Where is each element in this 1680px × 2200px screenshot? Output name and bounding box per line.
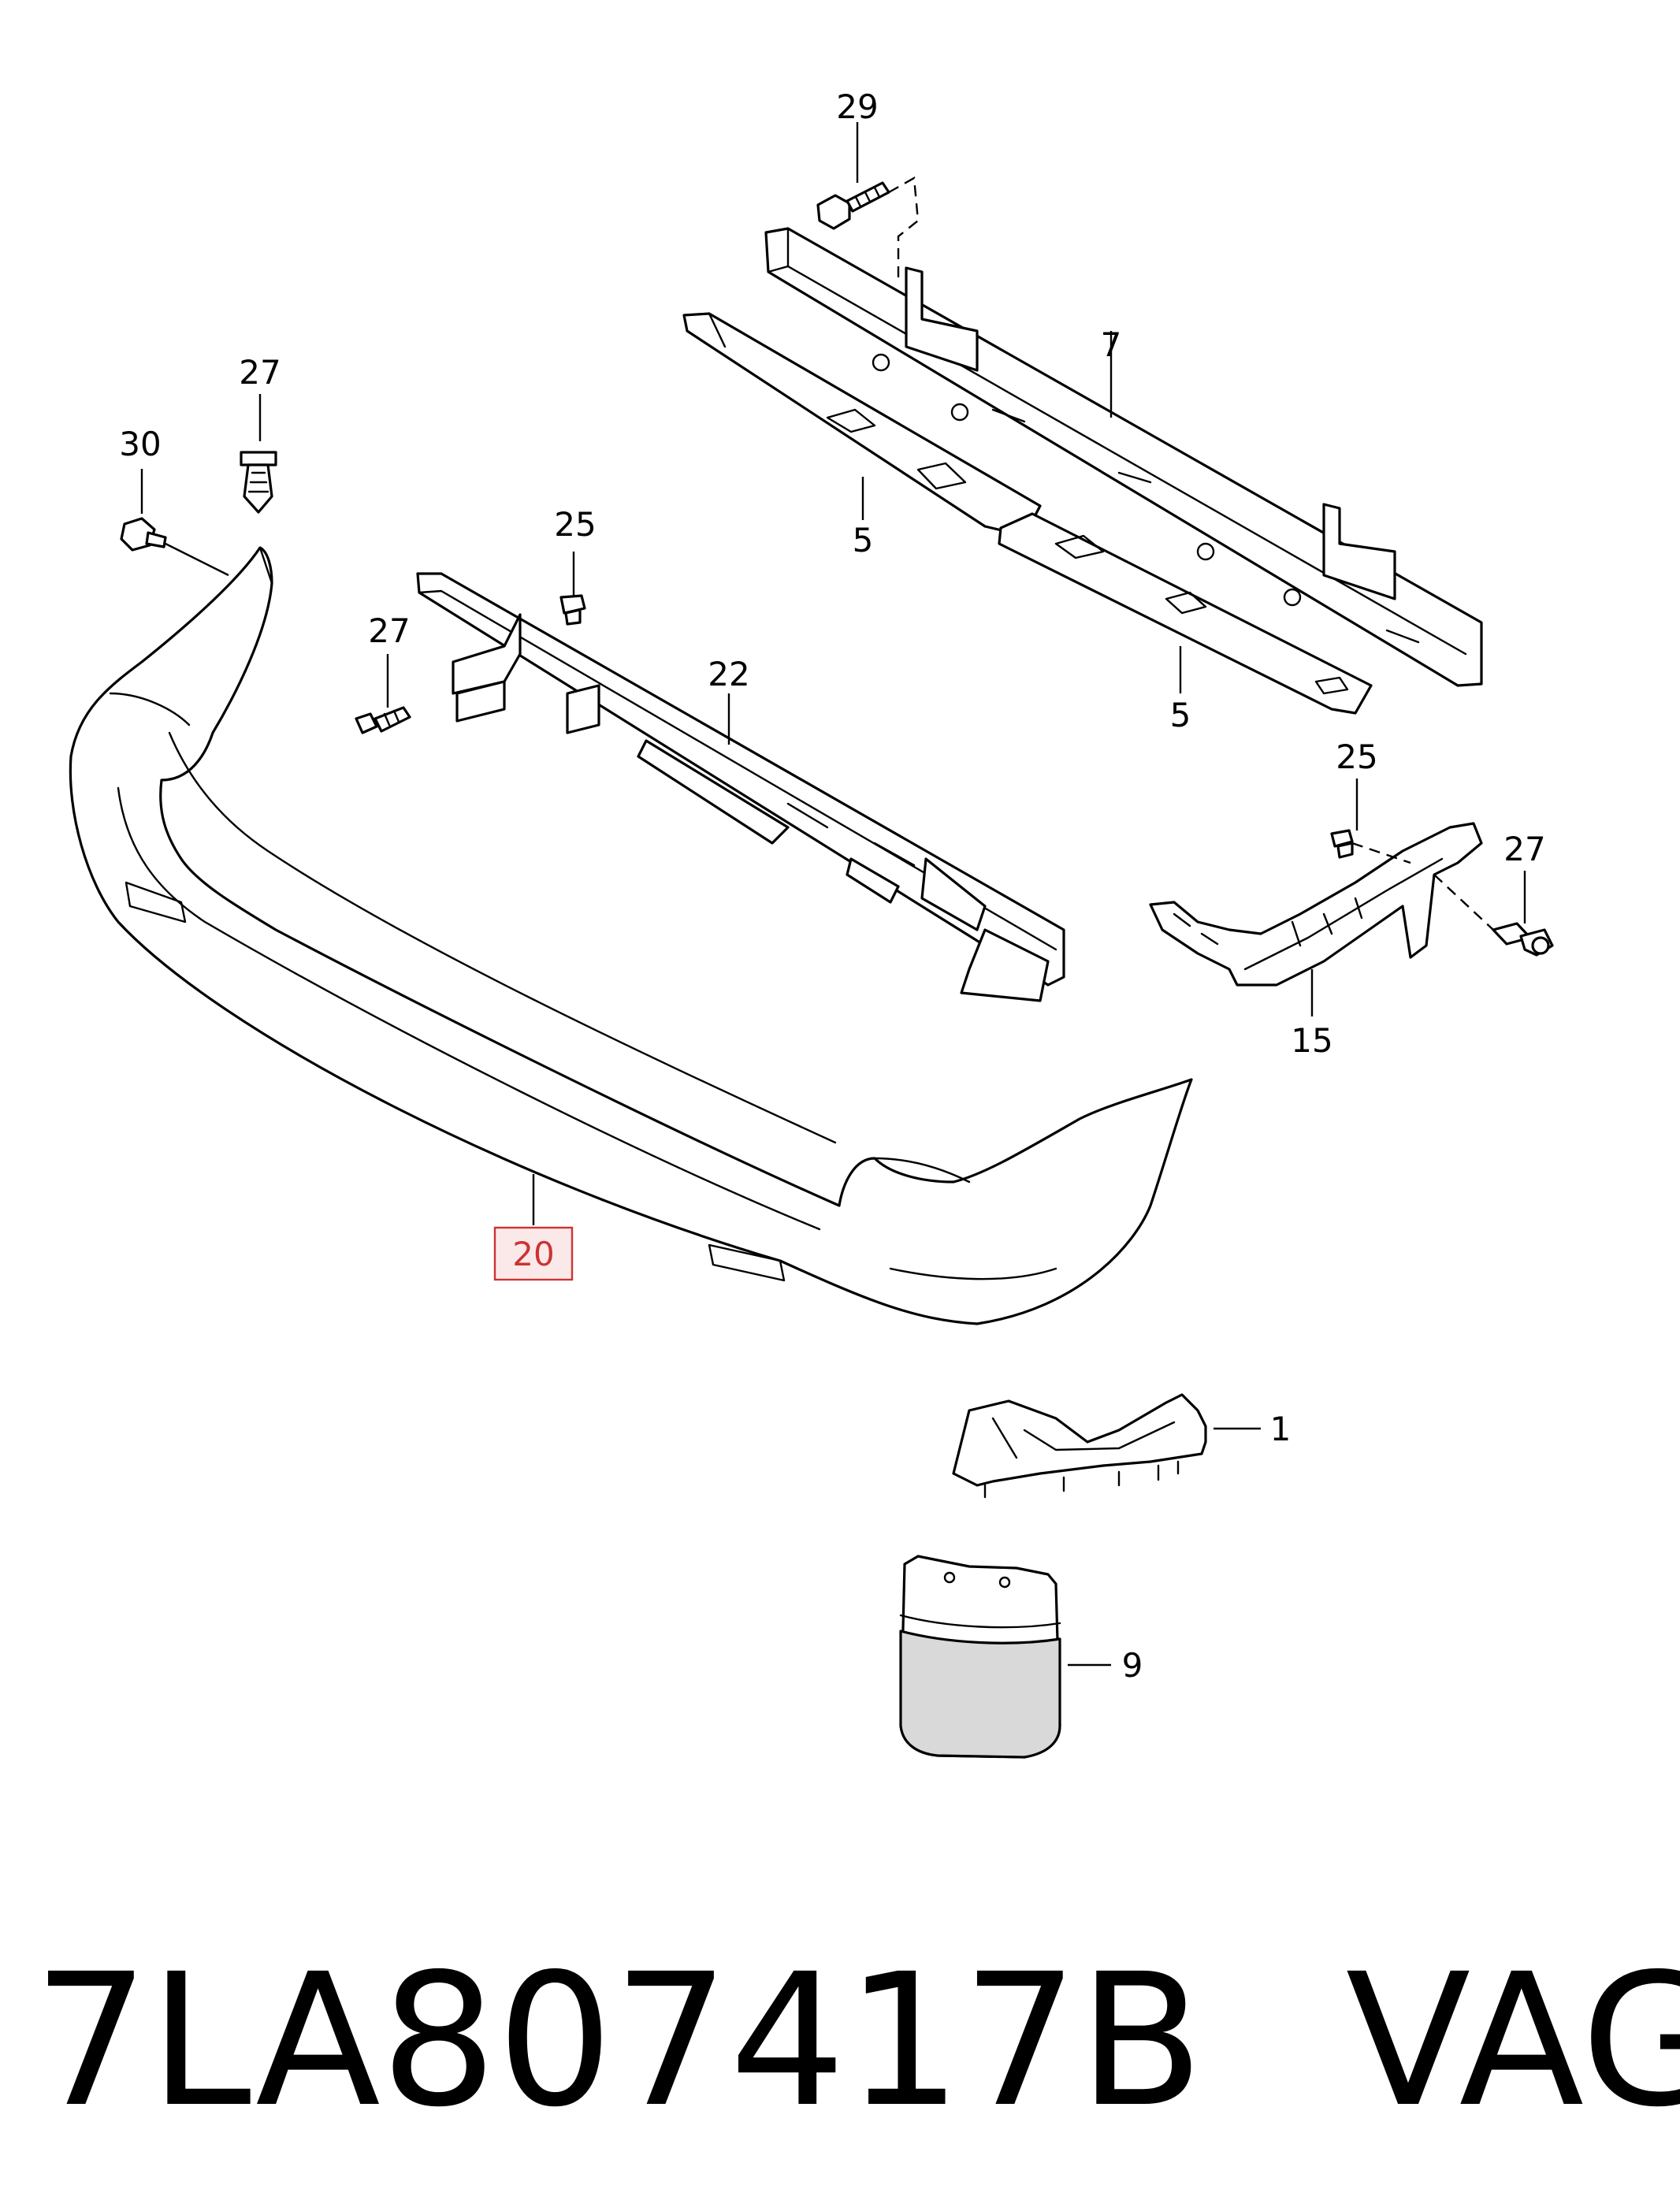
clip-27-mid [355, 706, 411, 734]
callout-29: 29 [836, 87, 878, 126]
callout-30: 30 [119, 425, 161, 463]
part-number: 7LA807417B [33, 1934, 1204, 2147]
assembly-line-25-right [1351, 842, 1411, 864]
leader-lines [140, 122, 1526, 1667]
absorber-strip-lower [998, 512, 1373, 715]
side-bumper-bracket [1149, 822, 1483, 987]
bumper-end-guide [952, 1393, 1207, 1499]
callout-27-mid: 27 [368, 611, 410, 650]
callout-1: 1 [1270, 1410, 1292, 1448]
bumper-carrier-rail [416, 572, 1065, 1002]
callout-25-left: 25 [554, 505, 596, 544]
part-number-caption: 7LA807417B VAG [33, 1923, 1680, 2159]
rear-bumper-cover [69, 546, 1193, 1325]
bolt-29 [816, 181, 890, 230]
callout-27-top: 27 [239, 353, 281, 392]
callout-27-right: 27 [1503, 830, 1545, 868]
callout-22: 22 [708, 655, 749, 693]
mud-flap [899, 1555, 1061, 1759]
assembly-line-27-right [1433, 874, 1494, 931]
clip-25-right [1330, 829, 1354, 859]
callout-7: 7 [1101, 325, 1122, 364]
callout-20-highlight-box [493, 1226, 574, 1281]
clip-27-top [240, 451, 277, 514]
callout-15: 15 [1291, 1021, 1332, 1060]
callout-5-lower: 5 [1170, 696, 1191, 734]
clip-25-left [559, 594, 586, 626]
assembly-line-29 [888, 177, 920, 284]
brand-name: VAG [1345, 1934, 1680, 2147]
callout-5-upper: 5 [853, 521, 874, 559]
callout-9: 9 [1122, 1646, 1143, 1685]
bumper-reinforcement-beam [764, 227, 1483, 687]
callout-25-right: 25 [1336, 738, 1377, 776]
clip-27-right [1492, 922, 1554, 957]
callout-20: 20 [512, 1235, 554, 1273]
bolt-30 [120, 517, 167, 552]
